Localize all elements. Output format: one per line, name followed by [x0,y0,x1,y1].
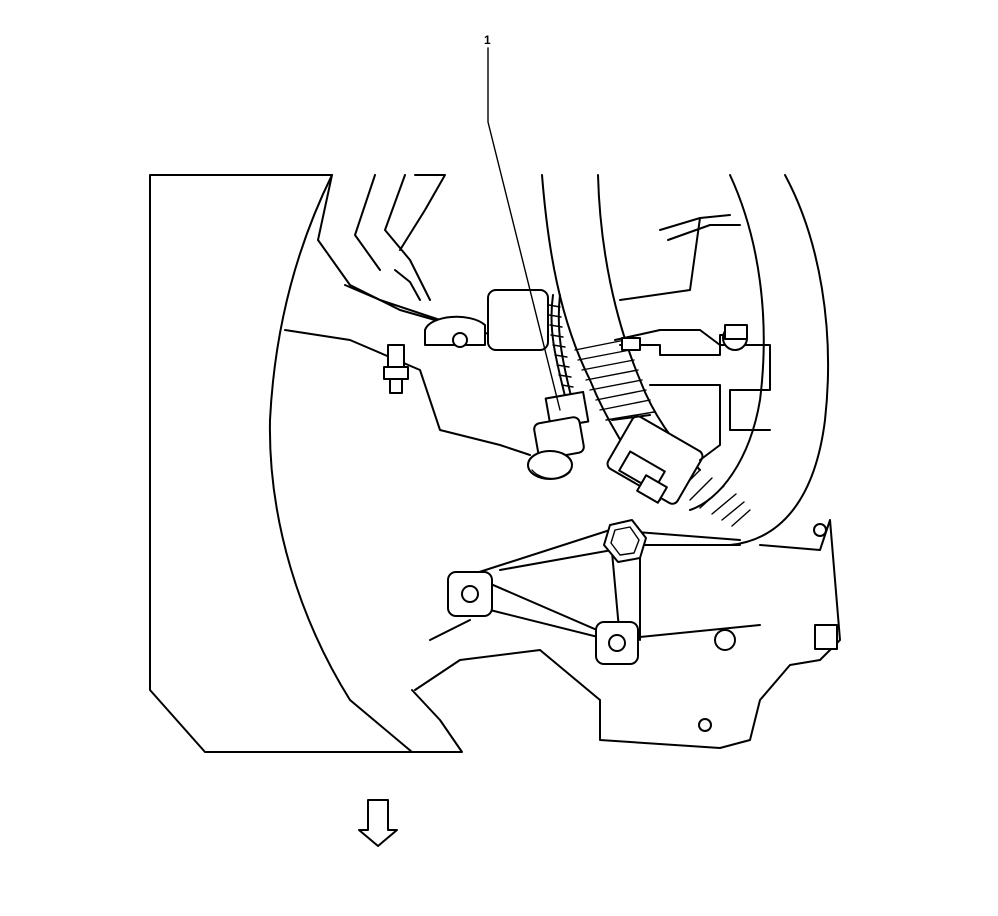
sensor-wire [550,294,573,401]
harness-connector [606,415,704,505]
sensor-connector [527,390,590,480]
transmission-housing [599,329,841,749]
sensor-wire-braid [548,304,574,388]
sensor-boss [424,289,549,351]
upper-right-bracket [619,214,748,356]
right-side-bolts [698,523,838,732]
callout-leader-line [487,47,561,411]
hose-right [689,174,830,546]
callout-label-1: 1 [484,33,491,47]
stud-bolt-left [383,344,409,394]
left-panel-outline [149,174,463,753]
lower-center-mount [595,621,639,665]
hex-bolt-center [603,519,647,563]
lower-left-mount [447,571,493,617]
direction-arrow-down-icon [358,799,398,847]
